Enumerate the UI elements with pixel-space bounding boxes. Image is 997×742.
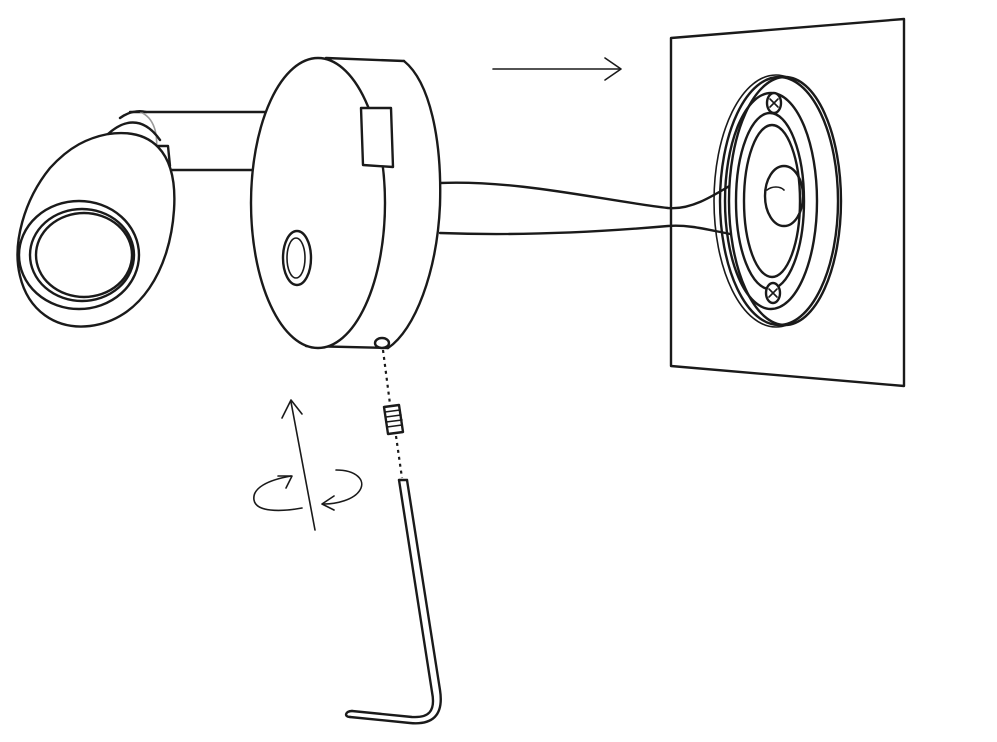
- bracket-screw-top: [765, 91, 783, 115]
- arrow-up: [281, 399, 316, 531]
- arrow-right: [492, 57, 622, 81]
- hex-key: [344, 478, 442, 725]
- bracket-screw-bottom: [764, 281, 782, 305]
- wires: [438, 179, 745, 239]
- round-base: [249, 56, 442, 350]
- rotate-arrows: [253, 469, 363, 512]
- grub-screw: [382, 403, 405, 436]
- set-screw: [381, 349, 405, 479]
- mounting-bracket: [713, 74, 843, 328]
- base-button: [281, 229, 313, 287]
- wall-plate: [669, 17, 906, 388]
- lamp-head: [16, 121, 176, 328]
